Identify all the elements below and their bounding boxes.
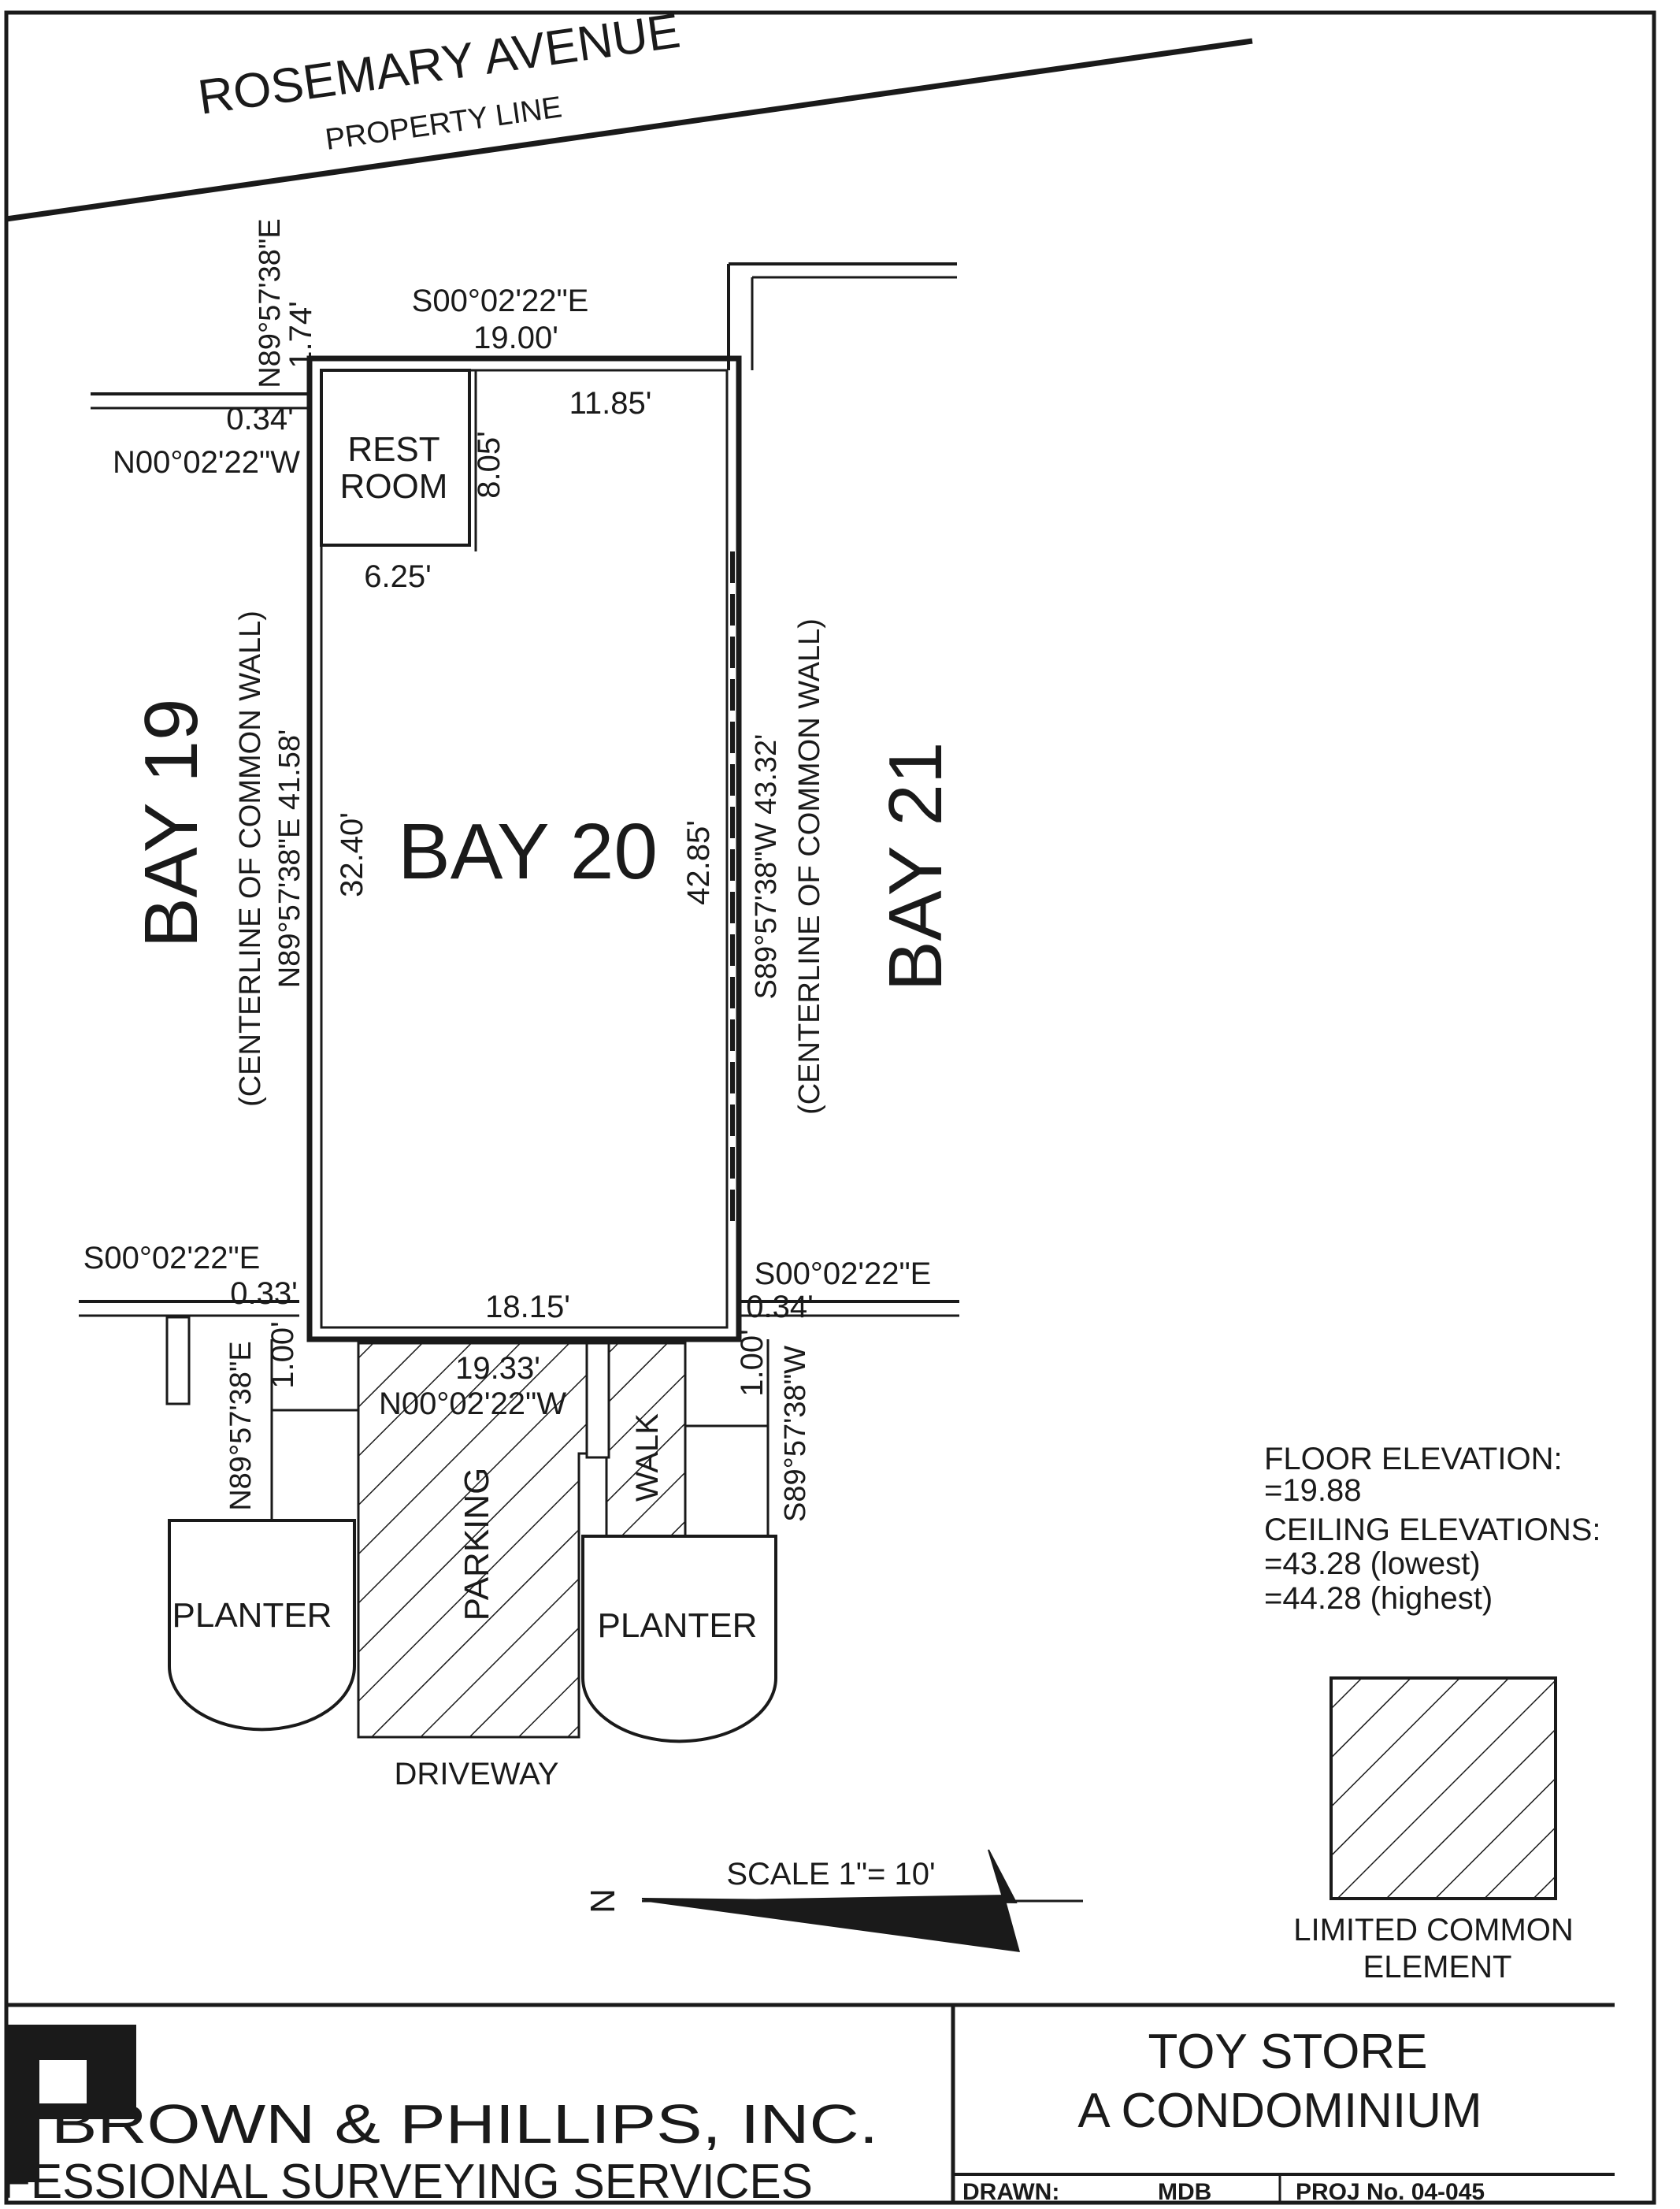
bay19-post (165, 1316, 191, 1405)
bay20-inner-outline (320, 369, 729, 1329)
restroom-outline (320, 369, 471, 547)
legend-hatch-swatch (1330, 1676, 1557, 1900)
bay21-bearing: S89°57'38"W 43.32' (750, 734, 783, 1000)
lce-front-bearing: N00°02'22"W (379, 1387, 566, 1421)
north-label: N (584, 1888, 622, 1914)
left-inner-length: 32.40' (335, 812, 369, 897)
top-left-bearing: N89°57'38"E (254, 218, 287, 388)
lce-right-bearing: S89°57'38"W (779, 1346, 812, 1522)
bay20-label: BAY 20 (398, 807, 658, 896)
top-length: 19.00' (473, 321, 558, 355)
walk-divider (585, 1342, 610, 1459)
company-name: BROWN & PHILLIPS, INC. (51, 2093, 878, 2155)
bay19-label: BAY 19 (129, 699, 213, 949)
lce-front-length: 19.33' (455, 1351, 540, 1386)
bay19-bearing: N89°57'38"E 41.58' (273, 730, 306, 988)
bottom-right-offset: 0.34' (746, 1290, 814, 1324)
bay20-outline (306, 355, 742, 1342)
floor-elevation-label: FLOOR ELEVATION: (1264, 1442, 1563, 1476)
property-line (6, 38, 1253, 222)
ceiling-elevation-highest: =44.28 (highest) (1264, 1581, 1493, 1616)
top-bearing: S00°02'22"E (412, 284, 589, 318)
bottom-right-bearing: S00°02'22"E (755, 1257, 932, 1291)
project-subtitle: A CONDOMINIUM (1077, 2084, 1482, 2138)
bottom-left-offset: 0.33' (230, 1276, 298, 1311)
bottom-inner-length: 18.15' (485, 1290, 570, 1324)
drawn-by: MDB (1158, 2179, 1211, 2205)
company-logo-notch (39, 2060, 87, 2103)
drawn-label: DRAWN: (962, 2179, 1059, 2205)
driveway-label: DRIVEWAY (395, 1757, 559, 1791)
floor-elevation-value: =19.88 (1264, 1473, 1361, 1508)
company-tagline: FESSIONAL SURVEYING SERVICES (2, 2155, 813, 2209)
top-left-offset-bearing: N00°02'22"W (113, 445, 300, 480)
bottom-left-bearing: S00°02'22"E (83, 1241, 261, 1275)
project-number: PROJ No. 04-045 (1296, 2179, 1485, 2205)
planter-right-shape (581, 1535, 777, 1743)
planter-left-shape (168, 1519, 356, 1732)
top-left-offset: 0.34' (226, 402, 294, 436)
top-inner-length: 11.85' (569, 386, 652, 421)
bay19-note: (CENTERLINE OF COMMON WALL) (234, 611, 267, 1107)
planter-right-label: PLANTER (598, 1606, 758, 1645)
sheet-border (4, 10, 1656, 2205)
lce-left-length: 1.00' (265, 1321, 300, 1389)
bay21-note: (CENTERLINE OF COMMON WALL) (793, 618, 826, 1115)
project-name: TOY STORE (1148, 2025, 1428, 2079)
bay21-label: BAY 21 (873, 742, 958, 992)
top-left-length: 1.74' (284, 301, 318, 369)
parking-label: PARKING (458, 1468, 496, 1621)
lce-left-bearing: N89°57'38"E (224, 1341, 258, 1511)
legend-label-line1: LIMITED COMMON (1293, 1913, 1574, 1947)
company-logo-cut (39, 2119, 136, 2182)
restroom-label-line1: REST (347, 430, 439, 469)
walk-label: WALK (630, 1413, 665, 1502)
ceiling-elevation-lowest: =43.28 (lowest) (1264, 1546, 1481, 1581)
legend-label-line2: ELEMENT (1363, 1950, 1512, 1984)
restroom-label-line2: ROOM (340, 467, 448, 506)
right-inner-length: 42.85' (681, 820, 716, 905)
restroom-width: 6.25' (364, 559, 432, 594)
restroom-depth: 8.05' (472, 431, 506, 499)
scale-label: SCALE 1"= 10' (726, 1857, 935, 1892)
lce-right-length: 1.00' (735, 1329, 770, 1397)
planter-left-label: PLANTER (172, 1596, 332, 1635)
north-arrow-head (642, 1895, 1020, 1952)
ceiling-elevation-label: CEILING ELEVATIONS: (1264, 1513, 1601, 1547)
